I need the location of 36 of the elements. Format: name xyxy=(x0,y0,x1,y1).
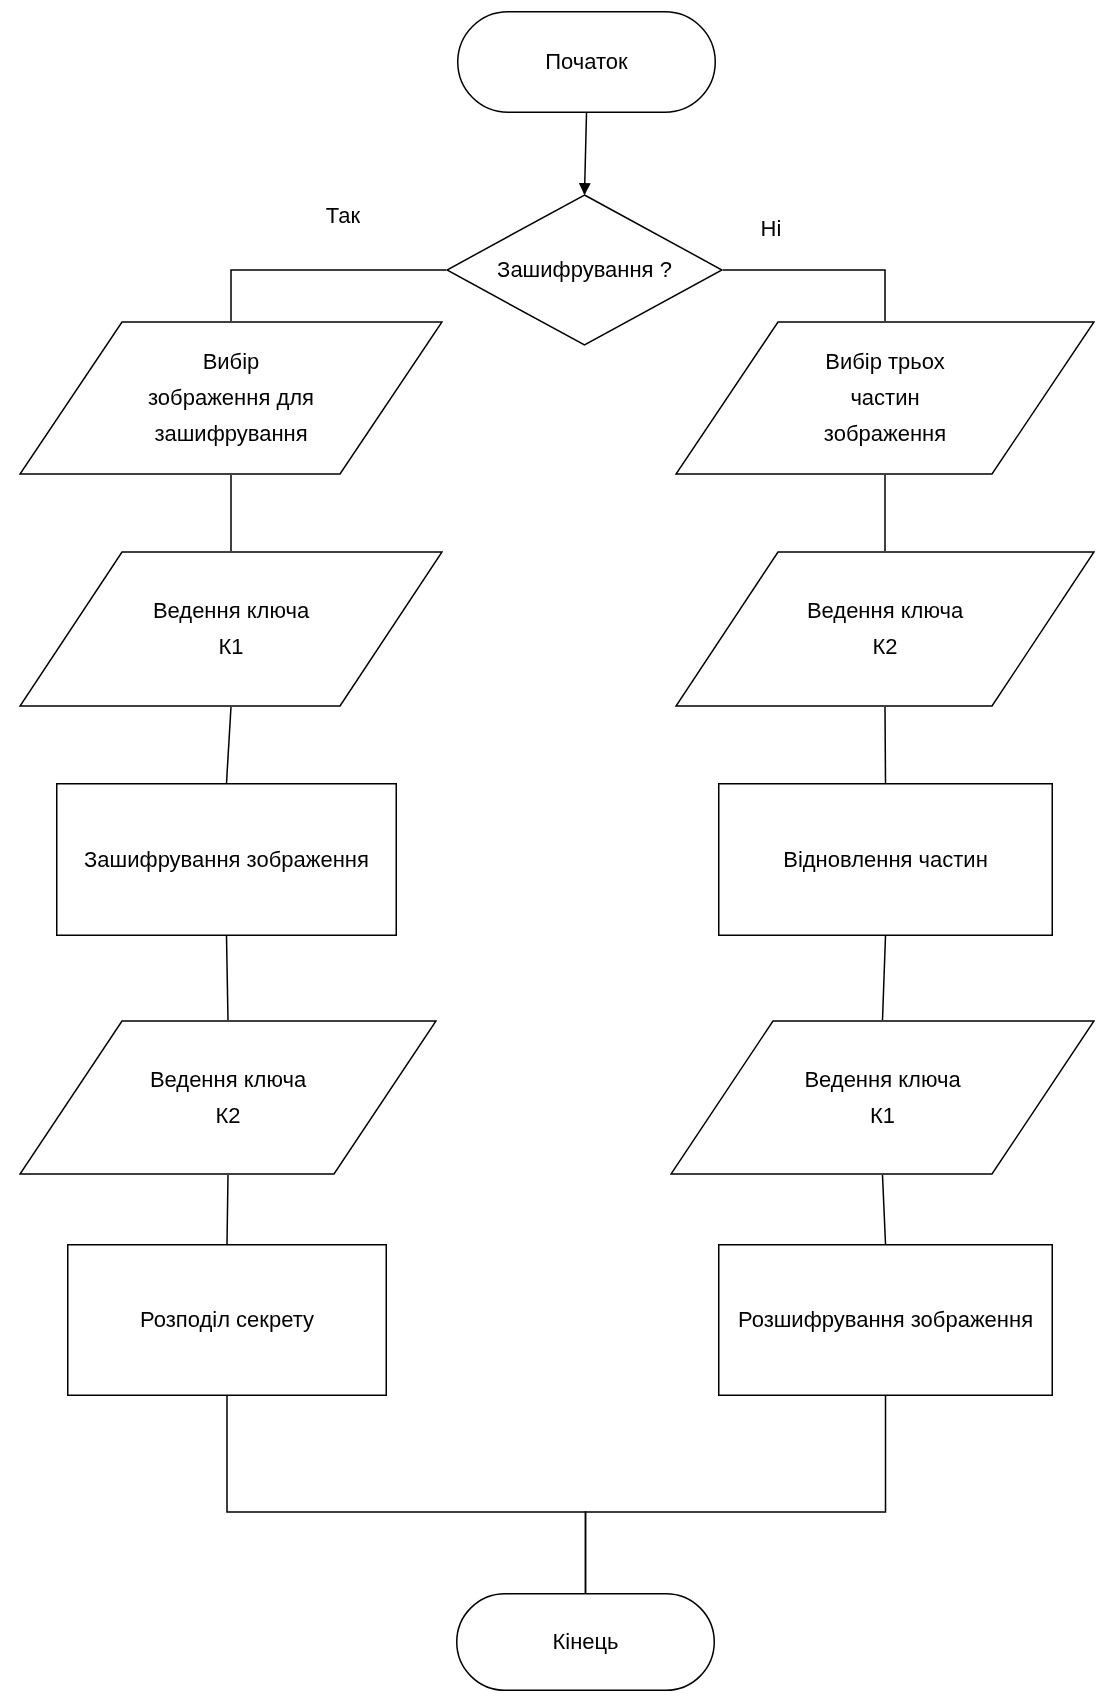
node-label: Вибір трьох частин зображення xyxy=(822,348,948,448)
connector-line xyxy=(225,706,232,784)
decision-diamond xyxy=(446,194,723,346)
connector-line xyxy=(884,474,886,552)
node-label: Вибір зображення для зашифрування xyxy=(147,348,315,448)
node-label: Зашифрування зображення xyxy=(84,845,369,874)
node-label: Ведення ключа К2 xyxy=(148,1065,308,1130)
connector-line xyxy=(884,706,887,784)
node-label: Відновлення частин xyxy=(783,845,988,874)
node-label: Зашифрування ? xyxy=(497,256,672,284)
input-parallelogram xyxy=(19,551,443,707)
input-parallelogram xyxy=(19,1020,437,1175)
process-box xyxy=(718,1244,1053,1396)
node-label: Розшифрування зображення xyxy=(737,1306,1034,1334)
connector-line xyxy=(225,935,229,1021)
connector-line xyxy=(226,1174,229,1245)
node-label: Ведення ключа К1 xyxy=(151,597,311,661)
process-box xyxy=(718,783,1053,936)
node-label: Кінець xyxy=(552,1628,619,1656)
connector-line xyxy=(881,935,887,1021)
connector-line xyxy=(881,1174,887,1245)
connector-line xyxy=(584,1395,887,1594)
input-parallelogram xyxy=(675,321,1095,475)
node-label: Ведення ключа К1 xyxy=(803,1065,962,1130)
connector-line xyxy=(230,269,447,322)
input-parallelogram xyxy=(675,551,1095,707)
connector-line xyxy=(230,474,232,552)
node-label: Розподіл секрету xyxy=(139,1306,314,1334)
arrow xyxy=(578,112,591,195)
input-parallelogram xyxy=(670,1020,1095,1175)
process-box xyxy=(67,1244,387,1396)
node-label: Початок xyxy=(545,48,628,76)
node-label: Ведення ключа К2 xyxy=(805,597,965,661)
connector-line xyxy=(722,269,886,322)
process-box xyxy=(56,783,397,936)
input-parallelogram xyxy=(19,321,443,475)
